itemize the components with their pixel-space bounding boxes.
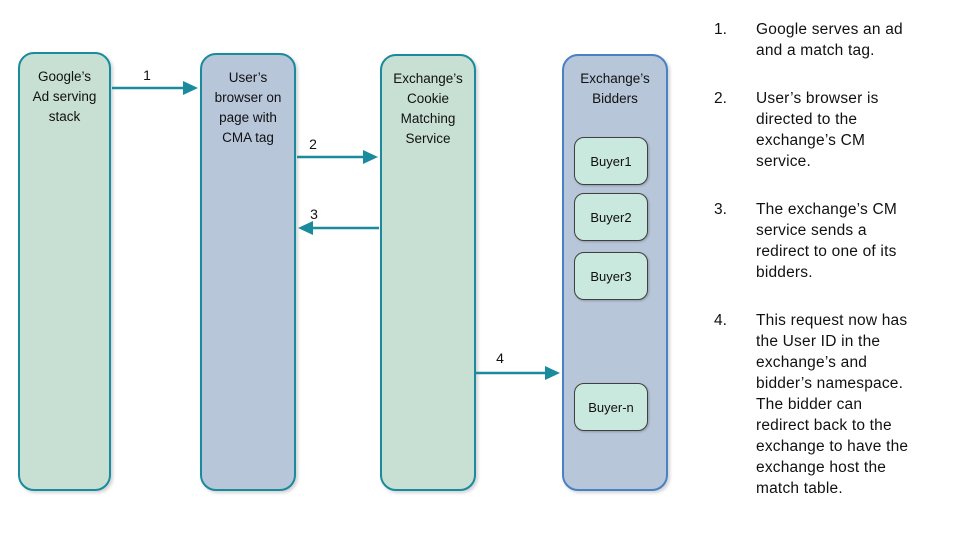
bidder-buyer1: Buyer1: [574, 137, 648, 185]
step-4-text: This request now has the User ID in the …: [756, 312, 909, 497]
arrow-3-cm-to-browser: [298, 221, 379, 235]
steps-list: 1. Google serves an ad and a match tag. …: [714, 19, 956, 499]
arrow-3-label: 3: [310, 206, 318, 222]
arrow-4-cm-to-bidders: [475, 366, 560, 380]
step-item-3: 3. The exchange’s CM service sends a red…: [714, 199, 956, 283]
arrow-2-browser-to-cm: [297, 150, 378, 164]
bidder-buyer1-label: Buyer1: [590, 153, 632, 169]
node-cookie-matching-service: Exchange’s Cookie Matching Service: [380, 54, 476, 491]
step-3-number: 3.: [714, 201, 727, 218]
step-2-text: User’s browser is directed to the exchan…: [756, 90, 879, 170]
step-1-text: Google serves an ad and a match tag.: [756, 21, 903, 59]
bidder-buyer2-label: Buyer2: [590, 209, 632, 225]
bidder-buyer3: Buyer3: [574, 252, 648, 300]
node-google-ad-stack-title: Google’s Ad serving stack: [32, 69, 97, 124]
arrow-2-label: 2: [309, 136, 317, 152]
step-4-number: 4.: [714, 312, 727, 329]
node-exchange-bidders: Exchange’s Bidders Buyer1 Buyer2 Buyer3 …: [562, 54, 668, 491]
arrow-4-label: 4: [496, 350, 504, 366]
bidder-buyer-n-label: Buyer-n: [588, 399, 634, 415]
step-item-2: 2. User’s browser is directed to the exc…: [714, 88, 956, 172]
node-user-browser: User’s browser on page with CMA tag: [200, 53, 296, 491]
node-user-browser-title: User’s browser on page with CMA tag: [214, 70, 282, 145]
arrow-1-label: 1: [143, 67, 151, 83]
bidder-buyer-n: Buyer-n: [574, 383, 648, 431]
step-item-4: 4. This request now has the User ID in t…: [714, 310, 956, 499]
step-item-1: 1. Google serves an ad and a match tag.: [714, 19, 956, 61]
step-2-number: 2.: [714, 90, 727, 107]
node-google-ad-stack: Google’s Ad serving stack: [18, 52, 111, 491]
step-1-number: 1.: [714, 21, 727, 38]
bidder-buyer2: Buyer2: [574, 193, 648, 241]
step-3-text: The exchange’s CM service sends a redire…: [756, 201, 897, 281]
arrow-1-google-to-browser: [112, 81, 198, 95]
bidder-buyer3-label: Buyer3: [590, 268, 632, 284]
node-cookie-matching-service-title: Exchange’s Cookie Matching Service: [393, 71, 463, 146]
node-exchange-bidders-title: Exchange’s Bidders: [580, 71, 650, 106]
